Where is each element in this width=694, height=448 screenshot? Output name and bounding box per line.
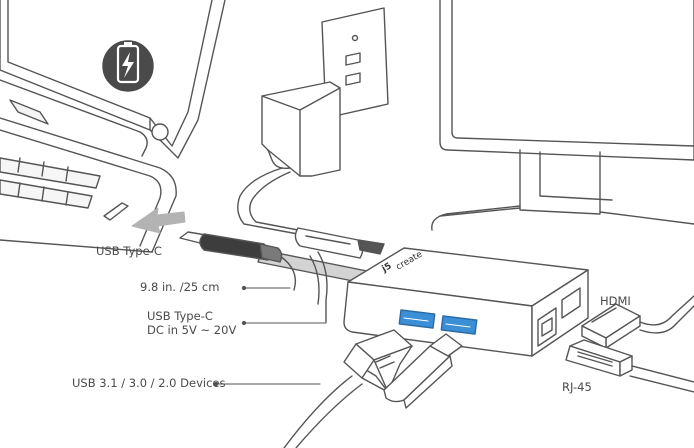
label-cable-length: 9.8 in. /25 cm — [140, 280, 220, 294]
insert-arrow-icon — [131, 207, 186, 234]
usb-a-plug — [343, 329, 413, 393]
label-power-in-line1: USB Type-C — [147, 309, 213, 323]
usb-c-plug — [179, 231, 283, 263]
rj45-plug — [565, 339, 633, 377]
power-adapter — [261, 81, 341, 177]
label-power-in-line2: DC in 5V ~ 20V — [147, 323, 237, 337]
usb-c-power-plug — [294, 227, 385, 259]
usb-port-2 — [440, 315, 478, 335]
battery-charging-icon — [102, 40, 154, 92]
hdmi-plug — [581, 303, 641, 349]
brand-logo-mark: j5 — [380, 261, 394, 275]
label-usb-devices: USB 3.1 / 3.0 / 2.0 Devices — [72, 376, 226, 390]
usb-flash-drive — [383, 333, 463, 409]
monitor — [431, 0, 694, 231]
laptop — [0, 0, 226, 253]
usb-port-1 — [398, 309, 436, 329]
label-hdmi: HDMI — [600, 294, 631, 308]
callout-lines — [213, 285, 327, 387]
usb-c-hub — [343, 247, 589, 357]
label-usb-type-c: USB Type-C — [96, 244, 162, 258]
label-rj45: RJ-45 — [562, 380, 592, 394]
